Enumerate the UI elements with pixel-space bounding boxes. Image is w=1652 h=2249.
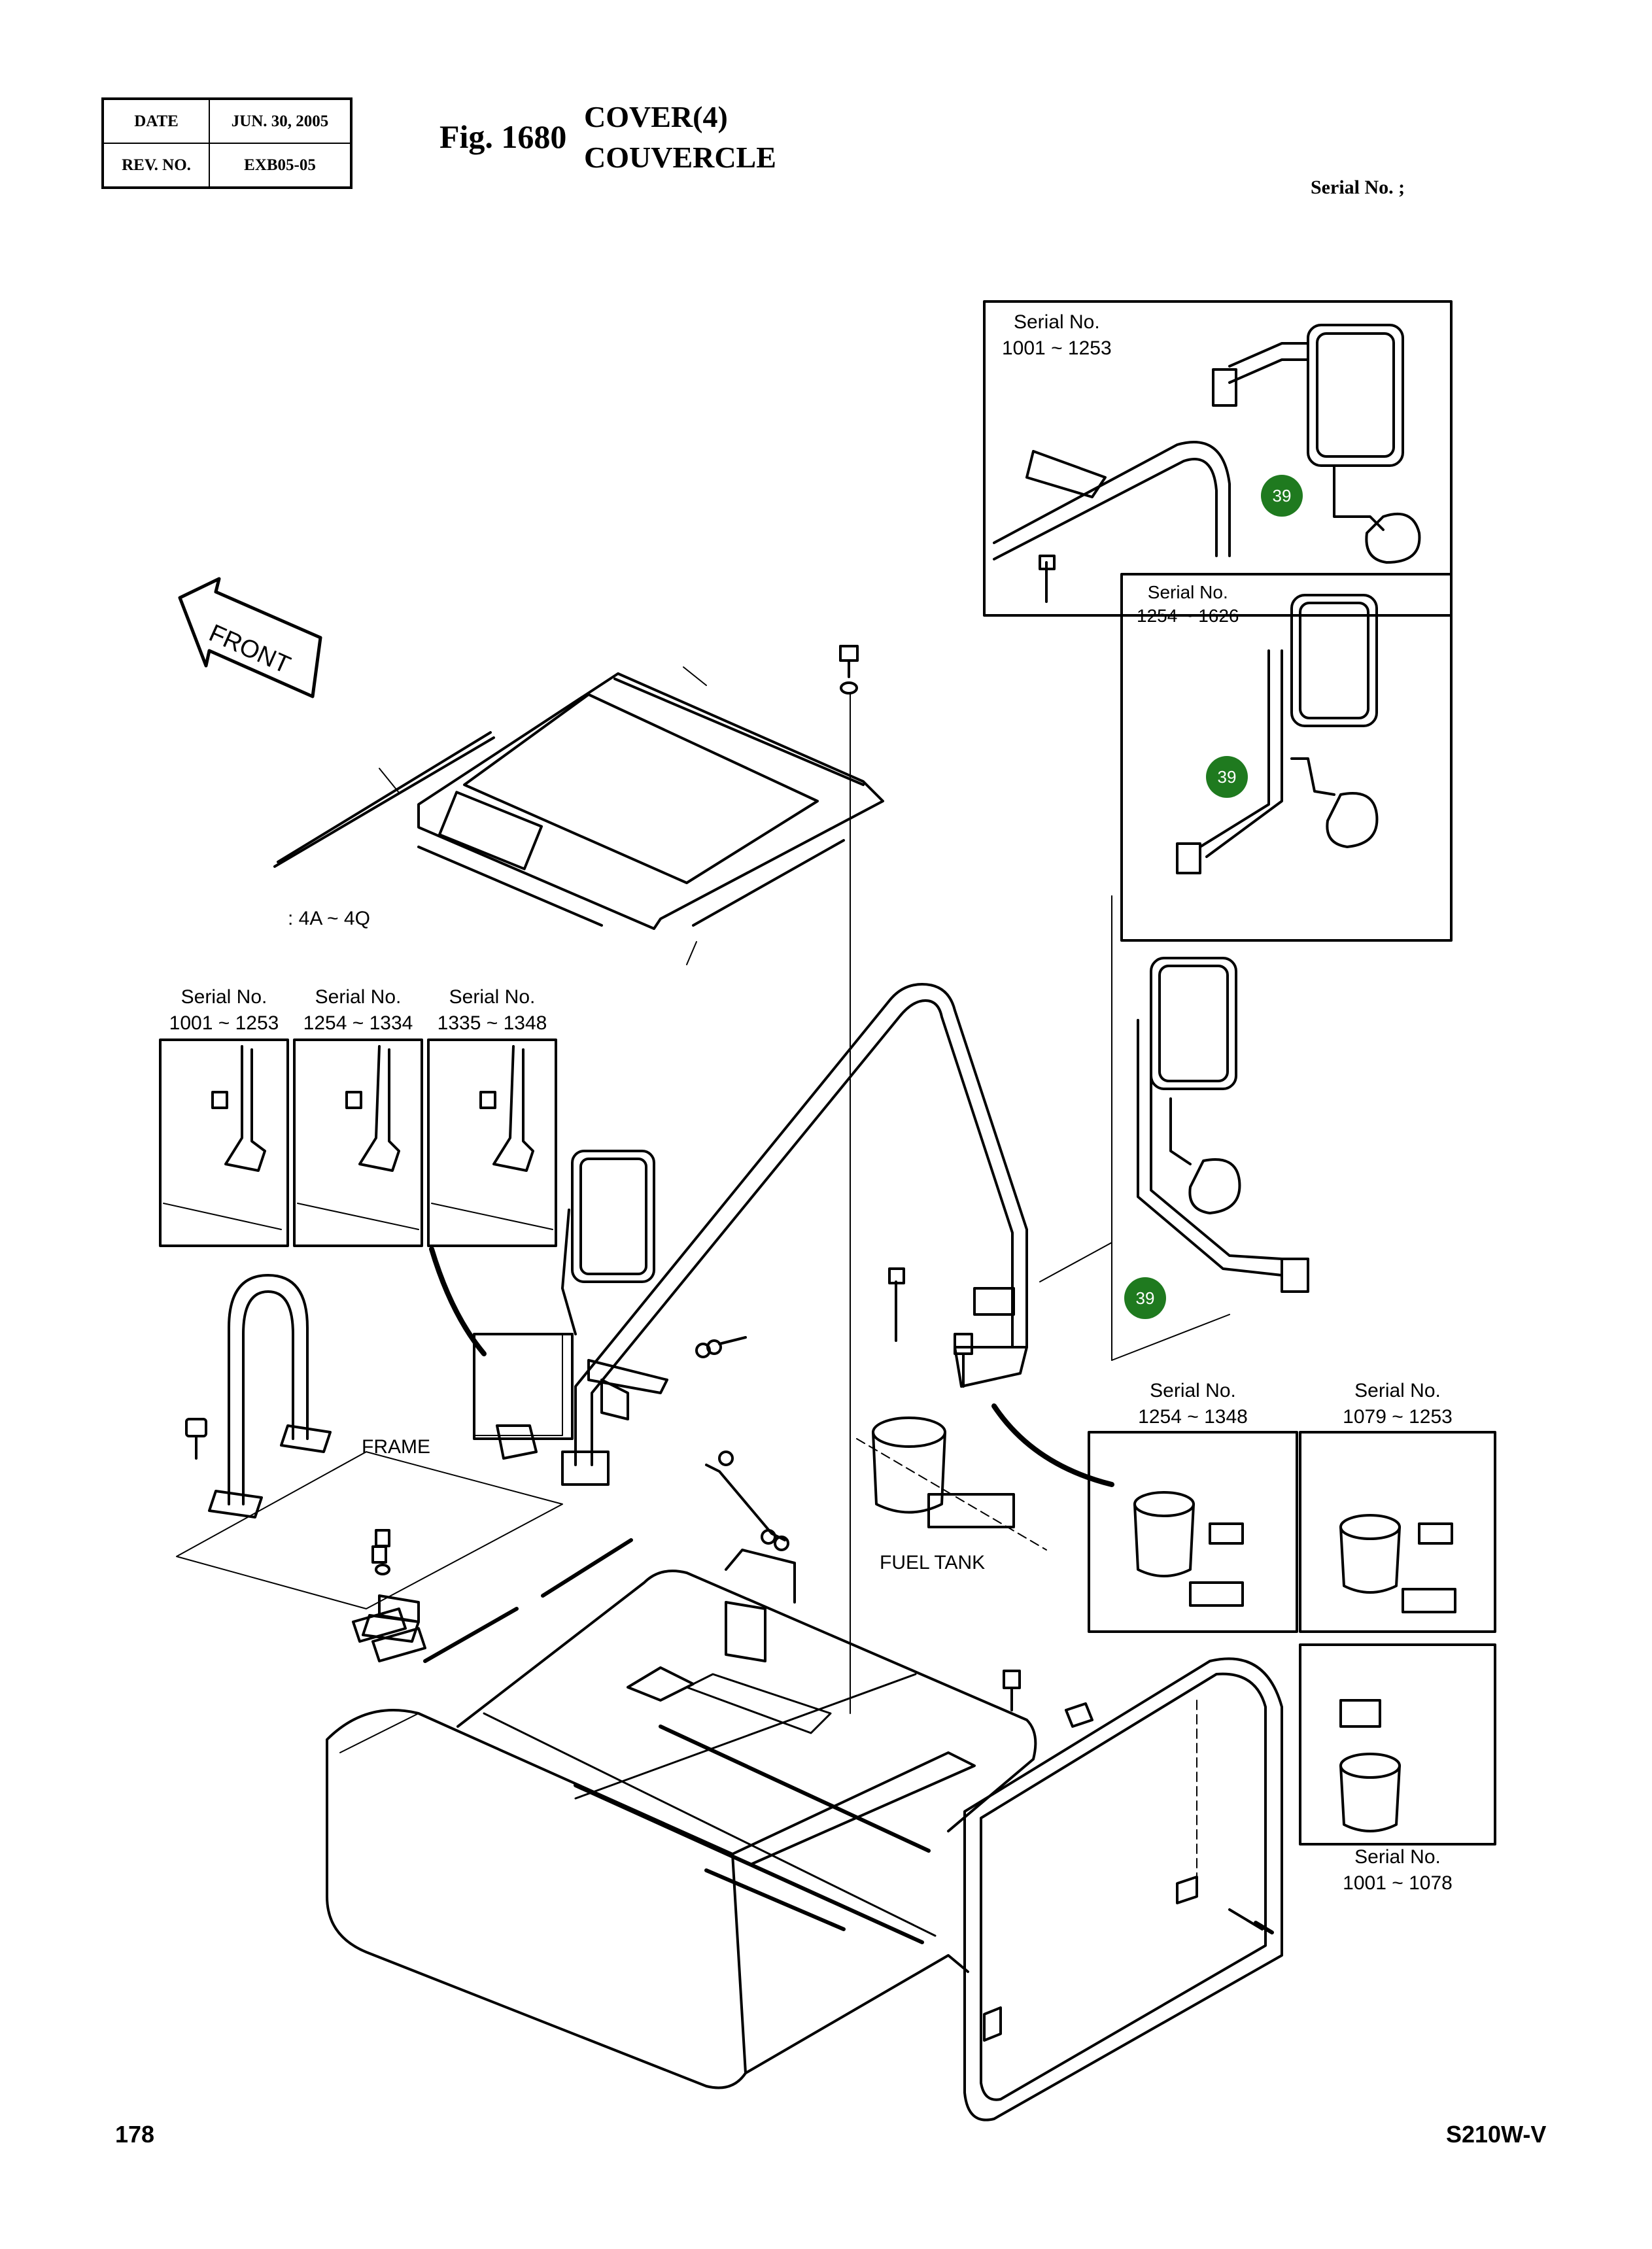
- handrail-fixing: [888, 1267, 1114, 1487]
- fuel-tank: [856, 1416, 1047, 1551]
- rev-label: REV. NO.: [102, 143, 210, 188]
- badge-39-text: 39: [1136, 1288, 1155, 1308]
- date-value: JUN. 30, 2005: [209, 98, 352, 144]
- serial-label: Serial No.: [181, 986, 267, 1008]
- serial-mirror-b: Serial No. 1254 ~ 1626: [1137, 581, 1239, 628]
- serial-label: Serial No.: [1354, 1380, 1441, 1401]
- serial-range: 1001 ~ 1253: [1002, 337, 1112, 359]
- serial-tank-b: Serial No. 1079 ~ 1253: [1300, 1378, 1495, 1430]
- serial-bracket-c: Serial No. 1335 ~ 1348: [428, 984, 556, 1037]
- mirror-inset-a: [983, 300, 1453, 617]
- mirror: [561, 1150, 655, 1335]
- bracket-inset-c: [427, 1039, 557, 1247]
- top-cover-panel: [273, 666, 884, 965]
- kit-range-label: : 4A ~ 4Q: [288, 908, 370, 929]
- badge-39-a: 39: [1261, 475, 1303, 517]
- title-french: COUVERCLE: [584, 141, 776, 174]
- bolt-icon: [839, 645, 859, 695]
- serial-range: 1335 ~ 1348: [437, 1012, 547, 1034]
- figure-title: COVER(4) COUVERCLE: [584, 97, 776, 178]
- figure-number: Fig. 1680: [439, 118, 567, 155]
- side-door-panel: [963, 1657, 1283, 2121]
- model-number: S210W-V: [1446, 2121, 1547, 2148]
- serial-label: Serial No.: [315, 986, 402, 1008]
- date-label: DATE: [102, 98, 210, 144]
- mirror-inset-b: [1120, 573, 1453, 942]
- serial-range: 1254 ~ 1334: [303, 1012, 413, 1034]
- attachment-plates: [362, 1529, 420, 1643]
- serial-label: Serial No.: [1150, 1380, 1236, 1401]
- pin: [1254, 1921, 1274, 1934]
- revision-table: DATE JUN. 30, 2005 REV. NO. EXB05-05: [101, 97, 353, 189]
- badge-39-b: 39: [1206, 756, 1248, 798]
- serial-bracket-a: Serial No. 1001 ~ 1253: [160, 984, 288, 1037]
- clamp-inset-box: [473, 1333, 563, 1436]
- handrail: [561, 983, 1028, 1486]
- serial-bracket-b: Serial No. 1254 ~ 1334: [294, 984, 422, 1037]
- serial-range: 1079 ~ 1253: [1343, 1406, 1453, 1428]
- badge-circle: [1206, 756, 1248, 798]
- serial-range: 1001 ~ 1253: [169, 1012, 279, 1034]
- tank-inset-c: [1299, 1643, 1496, 1846]
- fuel-tank-label: FUEL TANK: [880, 1552, 986, 1573]
- serial-label: Serial No.: [1013, 311, 1100, 333]
- u-handle: [176, 1274, 563, 1609]
- badge-39-c: 39: [1124, 1277, 1166, 1319]
- tank-inset-b: [1299, 1431, 1496, 1633]
- rail-strips: [339, 1538, 633, 1753]
- serial-range: 1001 ~ 1078: [1343, 1872, 1453, 1894]
- lower-cover-body: [326, 1549, 1037, 2089]
- mirror-assembly-right: [1039, 895, 1309, 1361]
- badge-39-text: 39: [1218, 767, 1237, 787]
- badge-circle: [1261, 475, 1303, 517]
- serial-mirror-a: Serial No. 1001 ~ 1253: [1002, 309, 1112, 362]
- linkage-rod: [705, 1451, 789, 1551]
- tank-inset-a: [1088, 1431, 1298, 1633]
- serial-label: Serial No.: [449, 986, 536, 1008]
- rev-value: EXB05-05: [209, 143, 352, 188]
- front-arrow-icon: [178, 577, 322, 698]
- serial-range: 1254 ~ 1348: [1138, 1406, 1248, 1428]
- serial-label: Serial No.: [1147, 582, 1228, 602]
- bracket-inset-b: [293, 1039, 423, 1247]
- serial-tank-a: Serial No. 1254 ~ 1348: [1089, 1378, 1297, 1430]
- serial-tank-c: Serial No. 1001 ~ 1078: [1300, 1844, 1495, 1897]
- page-number: 178: [115, 2121, 155, 2148]
- badge-circle: [1124, 1277, 1166, 1319]
- serial-range: 1254 ~ 1626: [1137, 606, 1239, 626]
- title-english: COVER(4): [584, 100, 728, 133]
- serial-label: Serial No.: [1354, 1846, 1441, 1868]
- serial-number-label: Serial No. ;: [1311, 177, 1405, 198]
- badge-39-text: 39: [1273, 486, 1292, 506]
- bracket-inset-a: [159, 1039, 289, 1247]
- frame-label: FRAME: [362, 1436, 430, 1458]
